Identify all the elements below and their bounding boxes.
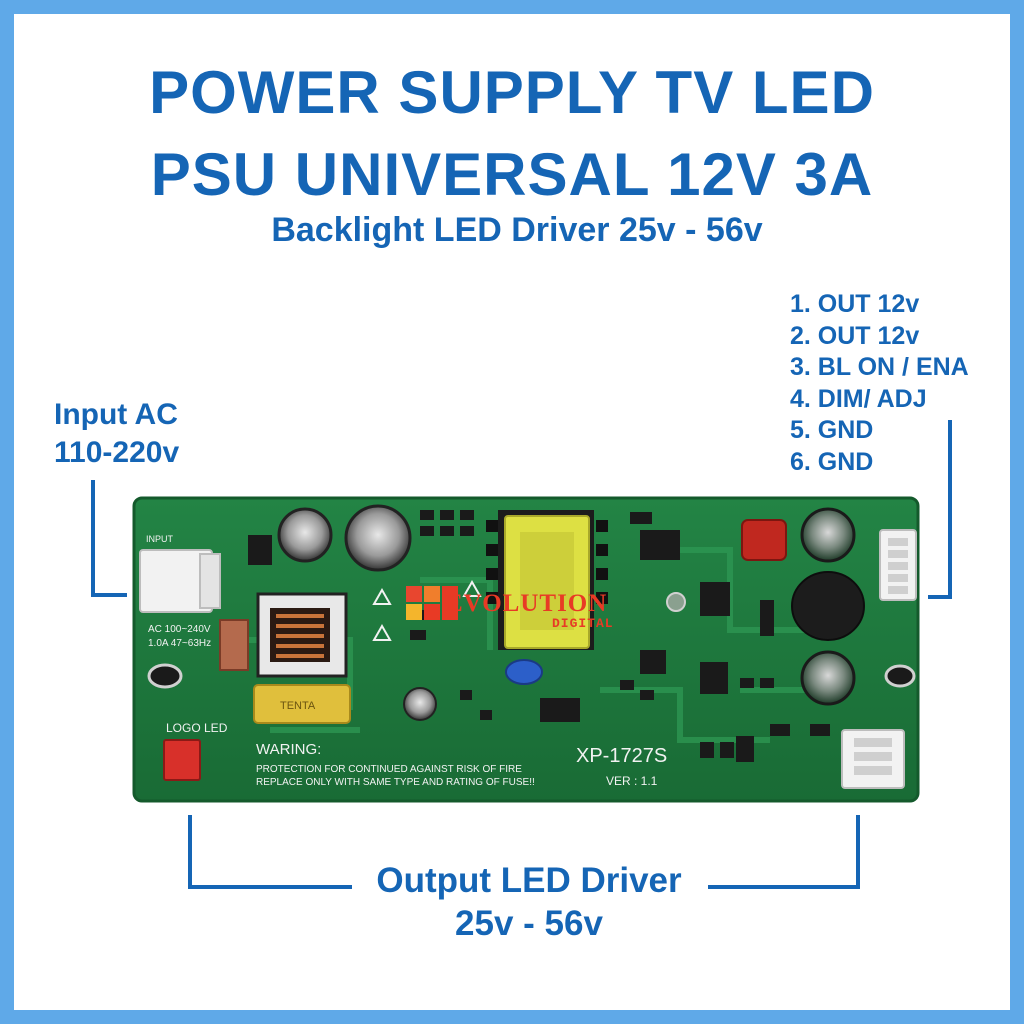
version-number: VER : 1.1 (606, 774, 658, 788)
input-bracket (91, 480, 127, 597)
pin-item-4: 4. DIM/ ADJ (790, 384, 927, 413)
input-ac-label: Input AC 110-220v (54, 396, 179, 472)
warning-line-2: REPLACE ONLY WITH SAME TYPE AND RATING O… (256, 777, 535, 788)
output-bracket-left (188, 815, 352, 889)
output-label: Output LED Driver (376, 861, 682, 900)
brand-subtitle: DIGITAL (552, 616, 614, 631)
y-capacitor (505, 659, 543, 685)
red-capacitor (741, 519, 787, 561)
brand-name: EVOLUTION (446, 590, 608, 617)
output-bracket-right (708, 815, 860, 889)
capacitor-3 (403, 687, 437, 721)
input-silk: INPUT (146, 534, 174, 544)
x-capacitor-label: TENTA (280, 700, 316, 712)
pin-item-5: 5. GND (790, 416, 874, 444)
title-line-2: PSU UNIVERSAL 12V 3A (150, 141, 874, 208)
mount-hole-right (884, 664, 916, 688)
logo-led-silk: LOGO LED (166, 721, 228, 735)
capacitor-1 (277, 507, 333, 563)
x-capacitor (253, 684, 351, 724)
ac-rating-1: AC 100~240V (148, 624, 211, 635)
fuse-resistor (219, 619, 249, 671)
ic-chip-1 (248, 535, 272, 565)
pin-item-3: 3. BL ON / ENA (790, 353, 969, 381)
model-number: XP-1727S (576, 745, 667, 767)
inductor (791, 571, 865, 641)
smd-components (410, 510, 830, 762)
input-ac-line-2: 110-220v (54, 436, 180, 469)
capacitor-2 (344, 504, 412, 572)
ac-rating-2: 1.0A 47~63Hz (148, 638, 211, 649)
pin-bracket (928, 420, 952, 599)
pcb-board: INPUT AC 100~240V 1.0A 47~63Hz TENTA (132, 496, 920, 803)
capacitor-4 (800, 507, 856, 563)
pin-item-6: 6. GND (790, 447, 874, 476)
warning-symbols (372, 579, 482, 641)
input-ac-line-1: Input AC (54, 398, 178, 431)
brand-logo-mark (406, 586, 458, 620)
output-range: 25v - 56v (455, 904, 603, 943)
warning-title: WARING: (256, 741, 321, 758)
pin-list: 1. OUT 12v 2. OUT 12v 3. BL ON / ENA 4. … (790, 289, 969, 478)
subtitle: Backlight LED Driver 25v - 56v (271, 211, 763, 249)
logo-led-connector (163, 739, 201, 781)
mount-hole-left (147, 663, 183, 689)
pin-item-2: 2. OUT 12v (790, 321, 920, 350)
capacitor-5 (800, 650, 856, 706)
test-pad (666, 592, 686, 612)
pin-item-1: 1. OUT 12v (790, 290, 920, 318)
title-line-1: POWER SUPPLY TV LED (149, 59, 875, 126)
warning-line-1: PROTECTION FOR CONTINUED AGAINST RISK OF… (256, 764, 522, 775)
